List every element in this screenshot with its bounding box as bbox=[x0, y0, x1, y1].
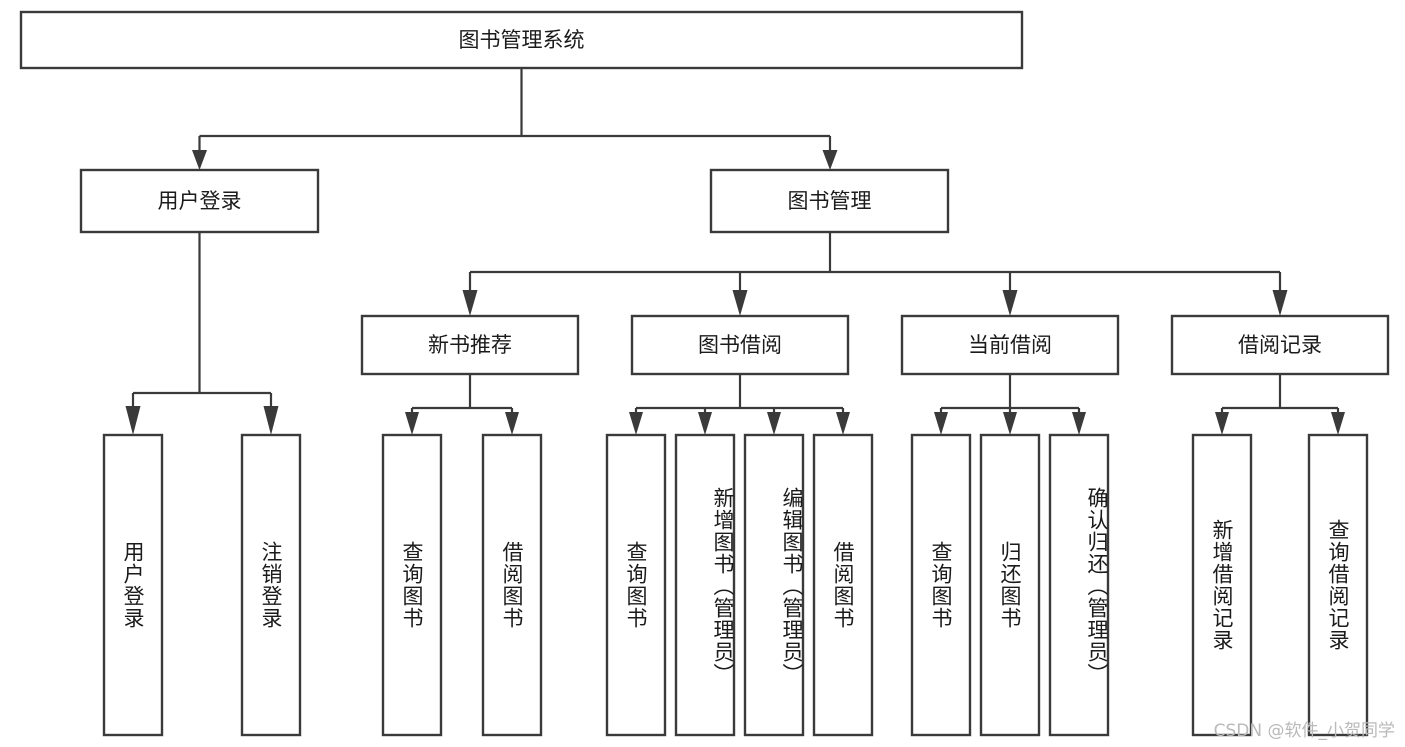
arrow-borrow-leaf4 bbox=[836, 412, 850, 435]
node-leaf-current-return-book[interactable] bbox=[979, 433, 1041, 737]
node-user-login-label: 用户登录 bbox=[158, 189, 242, 213]
node-leaf-login-user-login[interactable] bbox=[102, 433, 164, 737]
node-new-book-recommend-label: 新书推荐 bbox=[428, 333, 512, 357]
arrow-borrow-leaf1 bbox=[629, 412, 643, 435]
node-user-login[interactable] bbox=[79, 168, 320, 234]
arrow-current-leaf3 bbox=[1072, 412, 1086, 435]
arrow-borrow-leaf3 bbox=[767, 412, 781, 435]
node-leaf-recommend-borrow-book[interactable] bbox=[481, 433, 543, 737]
node-leaf-record-query-record[interactable] bbox=[1307, 433, 1369, 737]
arrow-borrow-leaf2 bbox=[698, 412, 712, 435]
arrow-to-record bbox=[1272, 290, 1288, 316]
node-leaf-current-query-book[interactable] bbox=[910, 433, 972, 737]
connector-layer bbox=[125, 68, 1345, 435]
node-borrow-record-label: 借阅记录 bbox=[1238, 333, 1322, 357]
node-root-label: 图书管理系统 bbox=[459, 28, 585, 52]
node-leaf-borrow-add-book-admin[interactable] bbox=[674, 433, 736, 737]
arrow-login-leaf2 bbox=[263, 406, 279, 435]
arrow-to-recommend bbox=[462, 290, 478, 316]
arrow-current-leaf1 bbox=[934, 412, 948, 435]
node-leaf-borrow-query-book[interactable] bbox=[605, 433, 667, 737]
arrow-to-current bbox=[1002, 290, 1018, 316]
node-book-borrow-label: 图书借阅 bbox=[698, 333, 782, 357]
node-book-management-label: 图书管理 bbox=[788, 189, 872, 213]
arrow-login-leaf1 bbox=[125, 406, 141, 435]
csdn-watermark: CSDN @软件_小贺同学 bbox=[1213, 721, 1395, 741]
node-leaf-login-logout[interactable] bbox=[240, 433, 302, 737]
node-new-book-recommend[interactable] bbox=[360, 314, 580, 376]
node-current-borrow-label: 当前借阅 bbox=[968, 333, 1052, 357]
node-leaf-recommend-query-book[interactable] bbox=[381, 433, 443, 737]
node-leaf-borrow-edit-book-admin[interactable] bbox=[743, 433, 805, 737]
arrow-current-leaf2 bbox=[1003, 412, 1017, 435]
node-leaf-record-add-record[interactable] bbox=[1191, 433, 1253, 737]
node-book-management[interactable] bbox=[709, 168, 950, 234]
arrow-record-leaf2 bbox=[1331, 412, 1345, 435]
arrow-recommend-leaf2 bbox=[505, 412, 519, 435]
node-root[interactable] bbox=[19, 10, 1024, 70]
arrow-to-borrow bbox=[732, 290, 748, 316]
node-current-borrow[interactable] bbox=[900, 314, 1120, 376]
arrow-record-leaf1 bbox=[1215, 412, 1229, 435]
node-book-borrow[interactable] bbox=[630, 314, 850, 376]
node-leaf-current-confirm-return-admin[interactable] bbox=[1048, 433, 1110, 737]
node-layer: 图书管理系统 用户登录 图书管理 新书推荐 图书借阅 当前借阅 借阅记录 bbox=[19, 10, 1390, 737]
node-borrow-record[interactable] bbox=[1170, 314, 1390, 376]
arrow-to-bookmgmt bbox=[822, 150, 838, 170]
arrow-to-login bbox=[192, 150, 207, 170]
arrow-recommend-leaf1 bbox=[405, 412, 419, 435]
node-leaf-borrow-borrow-book[interactable] bbox=[812, 433, 874, 737]
